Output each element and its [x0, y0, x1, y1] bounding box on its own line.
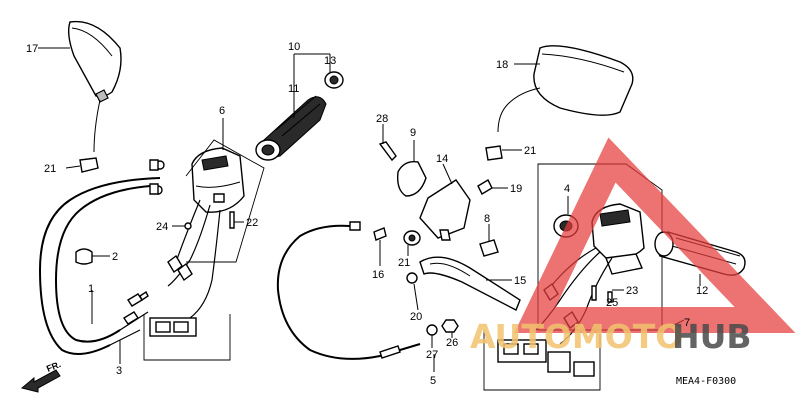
callout-10: 10 — [288, 41, 300, 53]
throttle-grip — [255, 53, 344, 161]
watermark-logo: AUTOMOTO HUB — [470, 137, 796, 356]
callout-28: 27 — [426, 349, 438, 361]
callout-5: 5 — [430, 375, 436, 387]
callout-23: 22 — [246, 217, 258, 229]
callout-17: 17 — [26, 43, 38, 55]
callout-7: 7 — [684, 317, 690, 329]
callout-22: 21 — [398, 257, 410, 269]
diagram-code: MEA4-F0300 — [676, 376, 736, 387]
callout-13: 13 — [324, 55, 336, 67]
callout-9: 9 — [410, 127, 416, 139]
left-mirror — [38, 20, 122, 153]
right-mirror — [497, 45, 634, 133]
callout-27: 26 — [446, 337, 458, 349]
callout-19: 19 — [510, 183, 522, 195]
callout-29: 28 — [376, 113, 388, 125]
callout-6: 6 — [219, 105, 225, 117]
mirror-adapter-right — [485, 145, 522, 161]
callout-24: 23 — [626, 285, 638, 297]
callout-20: 20 — [410, 311, 422, 323]
callout-1: 1 — [88, 283, 94, 295]
callout-3: 3 — [116, 365, 122, 377]
front-direction-arrow: FR. — [20, 359, 62, 393]
callout-8: 8 — [484, 213, 490, 225]
callout-16: 16 — [372, 269, 384, 281]
callout-14: 14 — [436, 153, 448, 165]
right-switch-assembly — [483, 163, 685, 391]
callout-21-left: 21 — [44, 163, 56, 175]
mirror-adapter-left — [65, 157, 99, 173]
callout-26: 25 — [606, 297, 618, 309]
cable-clip — [75, 248, 110, 265]
clutch-lever-assembly — [373, 124, 521, 348]
callout-4: 4 — [564, 183, 570, 195]
callout-15: 15 — [514, 275, 526, 287]
front-direction-label: FR. — [45, 359, 62, 374]
callout-labels: 17 21 2 1 3 6 24 22 10 11 13 28 9 14 19 … — [26, 41, 708, 387]
callout-2: 2 — [112, 251, 118, 263]
screws-left — [172, 211, 244, 230]
callout-11: 11 — [288, 83, 299, 95]
throttle-cables — [38, 159, 165, 364]
callout-18: 18 — [496, 59, 508, 71]
callout-21-right: 21 — [524, 145, 536, 157]
watermark-text-right: HUB — [672, 317, 752, 356]
left-switch-housing — [143, 118, 265, 361]
watermark-text-left: AUTOMOTO — [470, 317, 683, 356]
clutch-cable — [276, 221, 435, 372]
callout-12: 12 — [696, 285, 708, 297]
callout-25: 24 — [156, 221, 168, 233]
